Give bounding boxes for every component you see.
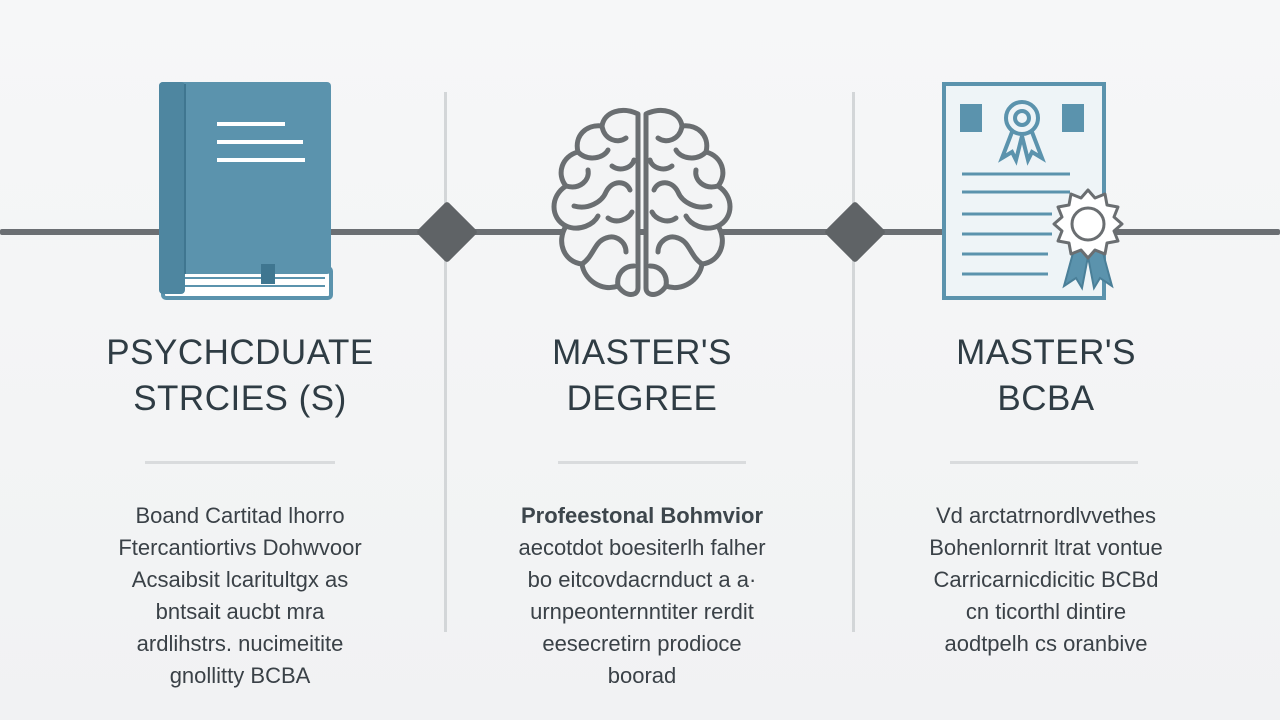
- description-line: Ftercantiortivs Dohwvoor: [118, 535, 362, 560]
- description-line: Boand Cartitad lhorro: [135, 503, 345, 528]
- stage-title: MASTER'S DEGREE: [452, 330, 832, 422]
- description-line: boorad: [607, 663, 677, 688]
- title-line: MASTER'S: [956, 333, 1136, 372]
- book-icon: [155, 78, 335, 308]
- description-line: aodtpelh cs oranbive: [944, 631, 1148, 656]
- description-line: bo eitcovdacrnduct a a·: [527, 567, 757, 592]
- column-divider: [852, 92, 855, 632]
- brain-icon: [542, 106, 742, 311]
- description-line: Carricarnicdicitic BCBd: [933, 567, 1159, 592]
- description-line: Vd arctatrnordlvvethes: [935, 503, 1157, 528]
- title-line: BCBA: [997, 379, 1095, 418]
- stage-title: PSYCHCDUATE STRCIES (S): [50, 330, 430, 422]
- title-line: PSYCHCDUATE: [106, 333, 374, 372]
- stage-description: Vd arctatrnordlvvethes Bohenlornrit ltra…: [856, 500, 1236, 660]
- stage-1: PSYCHCDUATE STRCIES (S) Boand Cartitad l…: [50, 0, 430, 720]
- title-line: STRCIES (S): [133, 379, 347, 418]
- section-rule: [950, 461, 1138, 464]
- description-line: gnollitty BCBA: [169, 663, 311, 688]
- stage-description: Boand Cartitad lhorro Ftercantiortivs Do…: [50, 500, 430, 692]
- stage-title: MASTER'S BCBA: [856, 330, 1236, 422]
- section-rule: [558, 461, 746, 464]
- stage-2: MASTER'S DEGREE Profeestonal Bohmvior ae…: [452, 0, 832, 720]
- description-line: urnpeonternntiter rerdit: [530, 599, 754, 624]
- description-line: eesecretirn prodioce: [542, 631, 742, 656]
- stage-description: Profeestonal Bohmvior aecotdot boesiterl…: [452, 500, 832, 692]
- description-line: Bohenlornrit ltrat vontue: [929, 535, 1163, 560]
- description-line: ardlihstrs. nucimeitite: [136, 631, 344, 656]
- title-line: MASTER'S: [552, 333, 732, 372]
- description-lead: Profeestonal Bohmvior: [520, 503, 764, 528]
- description-line: bntsait aucbt mra: [155, 599, 325, 624]
- description-line: cn ticorthl dintire: [965, 599, 1127, 624]
- section-rule: [145, 461, 335, 464]
- column-divider: [444, 92, 447, 632]
- title-line: DEGREE: [566, 379, 718, 418]
- stage-3: MASTER'S BCBA Vd arctatrnordlvvethes Boh…: [856, 0, 1236, 720]
- description-line: aecotdot boesiterlh falher: [518, 535, 766, 560]
- certificate-icon: [940, 82, 1140, 309]
- description-line: Acsaibsit lcaritultgx as: [131, 567, 349, 592]
